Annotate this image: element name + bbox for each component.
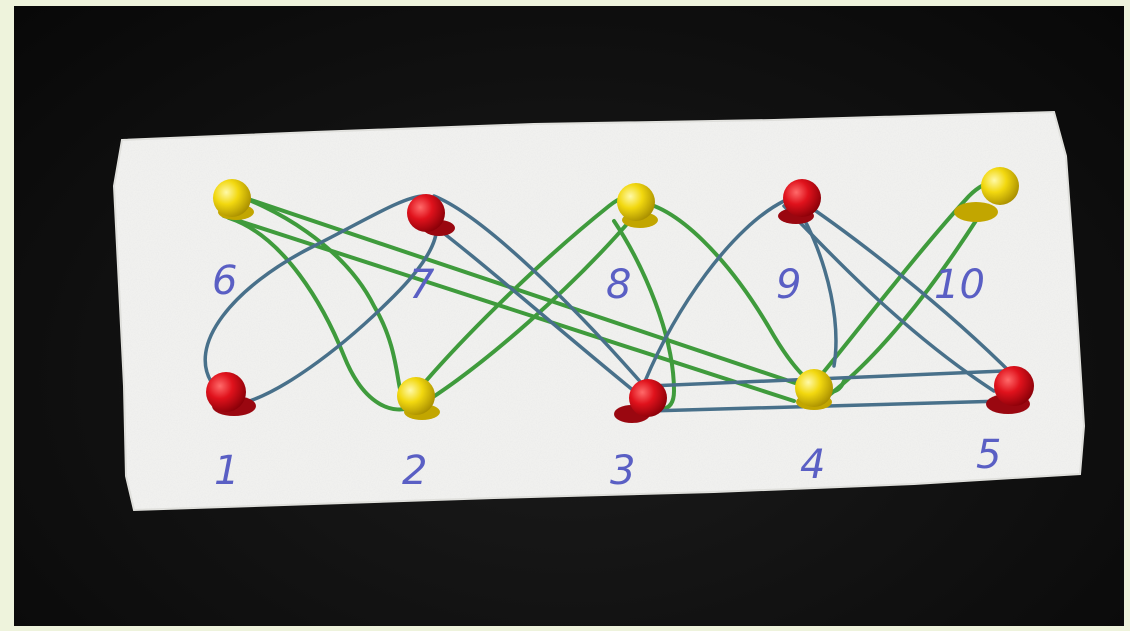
label-8: 8	[606, 262, 631, 308]
pin-9	[778, 179, 821, 224]
band-6-2b	[227, 216, 416, 412]
band-9-5	[792, 194, 1016, 378]
pin-4	[795, 369, 833, 410]
band-3-9	[637, 199, 786, 398]
foam-board	[112, 110, 1086, 512]
rubber-bands	[203, 180, 1016, 413]
pin-10	[954, 167, 1019, 222]
band-7-3b	[432, 194, 646, 388]
label-7: 7	[409, 262, 435, 308]
label-9: 9	[776, 262, 801, 308]
band-2-8b	[417, 214, 636, 408]
pushpins	[206, 167, 1034, 423]
photo: 6 7 8 9 10 1 2 3 4 5	[14, 6, 1124, 626]
pin-8	[617, 183, 658, 228]
band-6-4	[237, 194, 806, 388]
label-1: 1	[214, 448, 239, 494]
band-1-7	[203, 194, 426, 388]
pin-3	[614, 379, 667, 423]
band-6-4b	[222, 214, 796, 403]
pinboard-scene: 6 7 8 9 10 1 2 3 4 5	[112, 110, 1086, 512]
pin-5	[986, 366, 1034, 414]
label-5: 5	[976, 432, 1001, 478]
number-labels: 6 7 8 9 10 1 2 3 4 5	[212, 258, 1001, 494]
green-bands	[222, 180, 1000, 412]
label-3: 3	[610, 448, 635, 494]
pin-1	[206, 372, 256, 416]
label-10: 10	[934, 262, 985, 308]
band-1-7b	[227, 214, 439, 408]
band-6-2	[222, 189, 411, 408]
blue-bands	[203, 194, 1016, 413]
label-4: 4	[800, 442, 825, 488]
pin-6	[213, 179, 254, 220]
label-6: 6	[212, 258, 237, 304]
pin-2	[397, 377, 440, 420]
pin-7	[407, 194, 455, 236]
label-2: 2	[402, 448, 427, 494]
